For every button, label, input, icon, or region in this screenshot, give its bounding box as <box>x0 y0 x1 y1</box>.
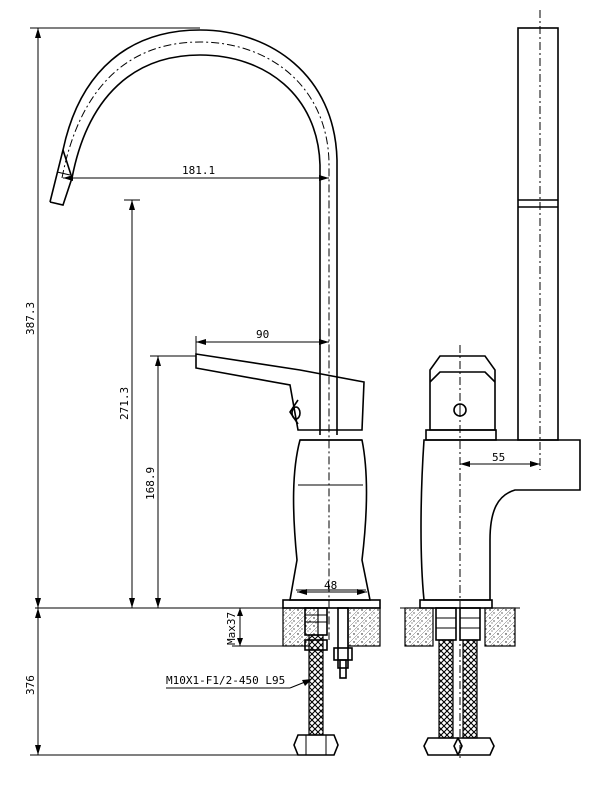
dim-under-counter: 376 <box>24 675 37 695</box>
faucet-body <box>289 439 371 601</box>
hose-nut <box>293 734 339 756</box>
side-hose-right <box>462 639 478 739</box>
dim-spout-height: 271.3 <box>118 387 131 420</box>
side-hose-left <box>438 639 454 739</box>
arrow-icon <box>35 28 41 38</box>
spout-inner <box>71 54 321 435</box>
counter-right-block <box>347 607 381 647</box>
hose-spec-label: M10X1-F1/2-450 L95 <box>166 674 285 687</box>
dim-spout-reach: 181.1 <box>182 164 215 177</box>
dim-base-diameter: 48 <box>324 579 337 592</box>
handle-lever <box>195 353 365 431</box>
spout-centerline <box>61 41 330 640</box>
dim-total-height: 387.3 <box>24 302 37 335</box>
side-view <box>400 10 581 760</box>
dimension-lines: 387.3 271.3 168.9 181.1 90 48 <box>24 27 540 756</box>
front-view <box>35 29 381 756</box>
mounting-rod <box>337 607 349 669</box>
dim-max-counter: Max37 <box>225 612 238 645</box>
handle-hole-icon <box>291 406 301 420</box>
spout-outer <box>49 29 338 435</box>
dim-side-offset: 55 <box>492 451 505 464</box>
spout-tip <box>49 149 73 206</box>
dim-handle-reach: 90 <box>256 328 269 341</box>
side-handle <box>429 355 496 431</box>
dim-handle-height: 168.9 <box>144 467 157 500</box>
side-spout-column <box>517 27 559 441</box>
